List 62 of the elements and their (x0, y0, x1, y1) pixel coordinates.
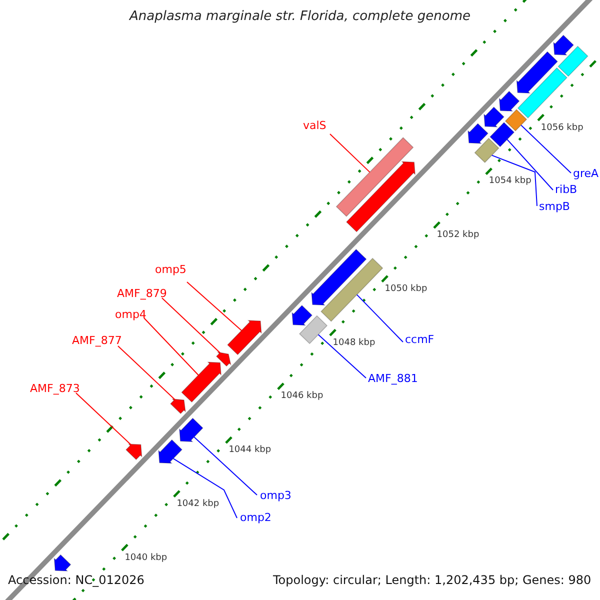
gene-feature (181, 362, 222, 403)
gene-label: omp4 (115, 308, 146, 322)
gene-label: AMF_881 (368, 372, 418, 386)
scale-label: 1044 kbp (228, 445, 272, 456)
gene-feature (54, 554, 72, 572)
leader-line (318, 334, 366, 378)
leader-line (76, 392, 132, 446)
gene-feature (311, 248, 367, 306)
gene-label: omp3 (260, 489, 292, 502)
accession-text: Accession: NC_012026 (8, 573, 144, 588)
gene-feature (490, 122, 515, 148)
gene-feature (553, 34, 574, 56)
leader-line (118, 346, 176, 400)
leader-line (172, 458, 238, 518)
scale-label: 1052 kbp (436, 230, 480, 241)
scale-label: 1046 kbp (280, 391, 324, 402)
gene-feature (498, 90, 520, 112)
gene-feature (336, 137, 414, 217)
gene-feature (292, 304, 313, 326)
gene-feature (468, 123, 488, 144)
gene-label: smpB (539, 200, 570, 214)
gene-feature (158, 439, 182, 464)
gene-label: AMF_877 (72, 334, 122, 348)
leader-line (186, 282, 242, 331)
leader-line (330, 134, 370, 173)
leader-line (162, 298, 220, 354)
gene-label: omp2 (240, 511, 272, 524)
gene-feature (216, 351, 232, 367)
gene-feature (517, 67, 568, 118)
scale-label: 1048 kbp (332, 338, 376, 348)
scale-label: 1042 kbp (176, 498, 220, 510)
scale-label: 1040 kbp (124, 552, 168, 564)
gene-feature (227, 320, 262, 356)
gene-feature (179, 418, 204, 442)
gene-label: valS (303, 119, 326, 132)
scale-label: 1054 kbp (488, 176, 532, 188)
gene-feature (558, 46, 588, 77)
scale-label: 1056 kbp (540, 122, 584, 134)
leader-line (144, 318, 199, 376)
gene-label: ccmF (405, 333, 434, 346)
gene-feature (346, 161, 416, 232)
gene-label: ribB (555, 183, 578, 196)
gene-label: AMF_879 (117, 287, 167, 300)
leader-line (194, 436, 258, 496)
gene-label: AMF_873 (30, 382, 80, 396)
gene-feature (298, 315, 328, 344)
gene-feature (484, 106, 504, 128)
gene-feature (516, 51, 558, 94)
diagram-title: Anaplasma marginale str. Florida, complete genome (128, 9, 472, 25)
scale-label: 1050 kbp (384, 284, 428, 295)
genome-info-text: Topology: circular; Length: 1,202,435 bp; Genes: 980 (273, 573, 592, 588)
gene-feature (170, 398, 186, 414)
gene-label: greA (573, 167, 599, 180)
leader-line (506, 139, 554, 190)
leader-line (520, 124, 572, 174)
gene-feature (474, 138, 500, 164)
leader-line (491, 154, 538, 206)
gene-feature (504, 109, 528, 132)
leader-line (356, 294, 404, 342)
gene-feature (320, 258, 384, 322)
gene-label: omp5 (155, 263, 186, 276)
gene-feature (126, 444, 142, 460)
